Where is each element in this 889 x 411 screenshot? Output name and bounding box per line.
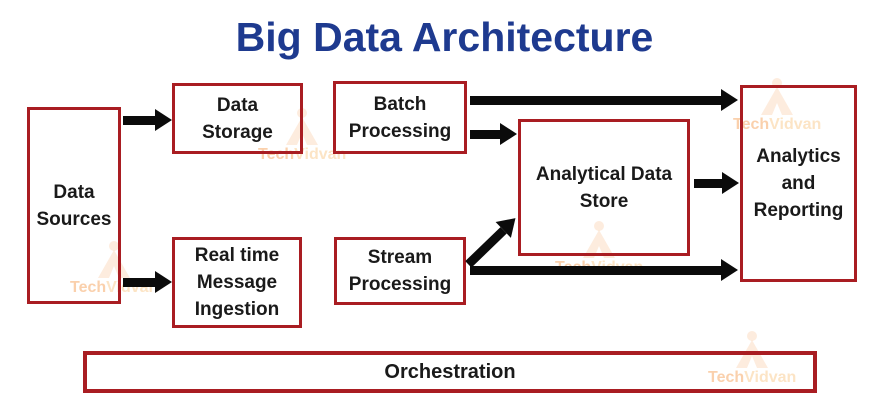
node-realtime-line: Message [196, 272, 278, 293]
node-data-storage-line: Storage [202, 121, 273, 143]
node-analytical-data-store-line: Analytical Data [535, 163, 673, 185]
arrow-head-icon [722, 172, 739, 194]
node-realtime-line: Real time [194, 245, 280, 266]
node-analytics-line: Analytics [756, 146, 841, 167]
node-batch-processing-line: Batch [373, 93, 427, 115]
node-orchestration-line: Orchestration [384, 360, 516, 383]
arrow-shaft [470, 265, 721, 275]
arrow-head-icon [155, 271, 172, 293]
node-stream-processing-line: Stream [367, 247, 433, 268]
arrow-shaft [694, 178, 722, 188]
node-orchestration: Orchestration [83, 351, 817, 393]
node-analytical-data-store: Analytical Data Store [518, 119, 690, 256]
node-analytics-and-reporting: Analytics and Reporting [740, 85, 857, 282]
arrow-head-icon [721, 89, 738, 111]
arrow-shaft [470, 129, 500, 139]
node-data-storage-line: Data [216, 94, 259, 116]
arrow-batch-processing-to-analytical-data-store [470, 123, 517, 145]
diagram-title: Big Data Architecture [235, 14, 654, 60]
arrow-analytical-data-store-to-analytics [694, 172, 739, 194]
node-analytical-data-store-line: Store [579, 190, 629, 212]
node-stream-processing-line: Processing [348, 274, 452, 295]
node-data-sources-line: Sources [36, 208, 112, 230]
node-batch-processing: Batch Processing [333, 81, 467, 154]
node-stream-processing: Stream Processing [334, 237, 466, 305]
arrow-head-icon [500, 123, 517, 145]
arrow-shaft [123, 115, 155, 125]
node-batch-processing-line: Processing [348, 120, 452, 142]
arrow-head-icon [155, 109, 172, 131]
arrow-batch-processing-to-analytics [470, 89, 738, 111]
node-realtime-line: Ingestion [194, 299, 280, 320]
arrow-head-icon [721, 259, 738, 281]
node-data-sources-line: Data [53, 181, 95, 203]
node-data-storage: Data Storage [172, 83, 303, 154]
arrow-shaft [123, 277, 155, 287]
arrow-shaft [470, 95, 721, 105]
arrow-data-sources-to-realtime-ingestion [123, 271, 172, 293]
arrow-stream-processing-to-analytics [470, 259, 738, 281]
node-analytics-line: Reporting [753, 200, 844, 221]
arrow-data-sources-to-data-storage [123, 109, 172, 131]
node-data-sources: Data Sources [27, 107, 121, 304]
node-realtime-message-ingestion: Real time Message Ingestion [172, 237, 302, 328]
node-analytics-line: and [781, 173, 816, 194]
